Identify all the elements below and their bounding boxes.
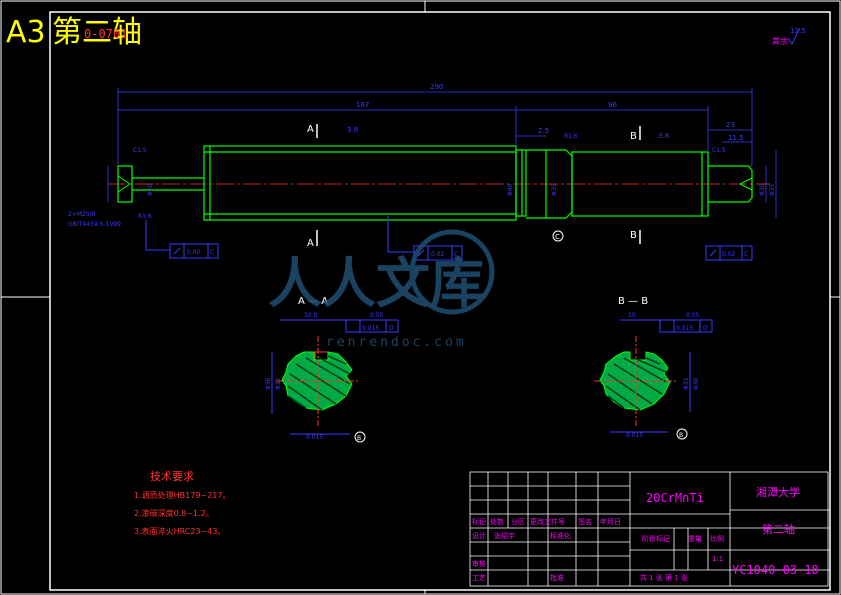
section-aa-dia-1: Φ36 <box>265 377 272 390</box>
dim-left-dia: Φ20 <box>147 183 154 196</box>
section-bb-dia-1: Φ35 <box>683 377 690 390</box>
dim-right-span: 96 <box>608 101 617 109</box>
inner-frame <box>49 11 831 591</box>
tolerance-right-datum: C <box>744 251 748 258</box>
tb-review-label: 审核 <box>472 559 486 568</box>
section-bb-title: B — B <box>618 296 648 307</box>
sheet-size-label: A3 <box>6 15 46 50</box>
section-bb-bottom: 0.015 <box>626 432 643 439</box>
section-bb-width: 10 <box>628 312 636 319</box>
section-aa-bottom: 0.015 <box>306 434 323 441</box>
roughness-symbol <box>787 27 801 45</box>
tb-header-mark: 标记 <box>472 517 486 526</box>
dim-end-right-2: 11.5 <box>728 134 744 142</box>
tech-requirement-2: 2.渗碳深度0.8~1.2。 <box>134 508 214 518</box>
section-aa-view <box>271 319 399 435</box>
datum-c-label: C <box>555 233 560 241</box>
dim-groove-2: 2.5 <box>538 127 549 135</box>
tb-process-label: 工艺 <box>472 574 486 582</box>
dim-radius-right: R1.6 <box>564 133 578 140</box>
tb-drawing-no: YC1040-03-18 <box>732 563 819 577</box>
tb-scale-value: 1:1 <box>712 555 723 563</box>
section-aa-datum: D <box>389 325 394 332</box>
tb-header-count: 处数 <box>490 517 504 526</box>
tolerance-center-datum: C <box>454 251 458 258</box>
tech-requirement-3: 3.表面淬火HRC23~43。 <box>134 526 225 536</box>
datum-c-symbol <box>552 230 564 242</box>
dim-overall-length: 290 <box>430 83 443 91</box>
thread-note-2: GB/T4459.5-1999 <box>68 221 121 228</box>
section-a-bottom: A <box>307 238 314 249</box>
watermark: 人人文库 renrendoc.com <box>268 229 495 350</box>
tolerance-left-datum: C <box>210 249 214 256</box>
watermark-logo-icon <box>409 229 495 315</box>
tb-header-date: 年月日 <box>600 517 621 526</box>
tolerance-frame-left <box>145 220 219 259</box>
tb-designer-label: 设计 <box>472 531 486 540</box>
section-bb-datum: D <box>703 325 708 332</box>
section-aa-tol: 0.015 <box>362 325 379 332</box>
section-bb-tol: 0.015 <box>676 325 693 332</box>
watermark-url: renrendoc.com <box>326 335 467 350</box>
tb-weight-label: 重量 <box>688 535 702 543</box>
section-bb-datum-symbol <box>676 428 688 440</box>
center-hole-left <box>117 175 131 193</box>
dim-c1-left: C1.5 <box>133 147 147 154</box>
dim-c1-right: C1.5 <box>712 147 726 154</box>
tb-part-name: 第二轴 <box>762 522 795 536</box>
tb-sheets: 共 1 张 第 1 张 <box>640 573 688 582</box>
section-b-top: B <box>630 131 637 142</box>
shaft-outline <box>117 145 753 221</box>
dim-left-span: 167 <box>356 101 369 109</box>
center-hole-right <box>738 177 753 191</box>
section-bb-pos: 0.05 <box>686 312 700 319</box>
section-aa-datum-symbol <box>354 431 366 443</box>
tb-designer-name: 张绍宇 <box>494 531 515 540</box>
tb-scale-label: 比例 <box>710 534 724 543</box>
tb-header-change: 更改文件号 <box>530 517 565 526</box>
section-aa-datum-mark: B <box>357 435 361 442</box>
tb-standard-label: 标准化 <box>550 531 571 540</box>
section-markers <box>316 124 641 246</box>
tolerance-center-value: 0.02 <box>431 251 445 258</box>
section-b-bottom: B <box>630 230 637 241</box>
sheet-name-label: 第二轴 <box>52 15 142 50</box>
thread-note-1: 2×M25/8 <box>68 211 96 218</box>
dim-right-dia: Φ35 <box>769 183 776 196</box>
tolerance-frame-right <box>705 245 753 261</box>
watermark-text: 人人文库 <box>268 252 484 315</box>
tech-requirement-1: 1.调质处理HB179~217。 <box>134 490 230 500</box>
section-aa-pos: 0.05 <box>370 312 384 319</box>
dim-chamfer-right: 3.8 <box>658 132 669 140</box>
tb-school: 湘潭大学 <box>756 485 800 499</box>
section-bb-datum-mark: B <box>679 432 683 439</box>
section-a-top: A <box>307 124 314 135</box>
dimension-lines <box>107 88 777 218</box>
dim-right-end-dia: Φ30 <box>759 183 766 196</box>
section-bb-view <box>594 319 713 433</box>
tech-requirements-title: 技术要求 <box>150 470 194 483</box>
dim-end-right-1: 23 <box>726 121 735 129</box>
section-aa-title: A — A <box>298 296 328 307</box>
roughness-note: 其余 <box>772 36 788 46</box>
sheet-code-overlay: 0-0701 <box>84 27 127 41</box>
tb-material: 20CrMnTi <box>646 491 704 505</box>
roughness-value: 12.5 <box>790 27 806 35</box>
title-block-grid <box>469 471 830 587</box>
tb-header-zone: 分区 <box>511 517 525 526</box>
tb-stage-label: 阶段标记 <box>642 534 670 543</box>
tb-header-sign: 签名 <box>578 517 592 526</box>
section-aa-width: 10.0 <box>304 312 318 319</box>
dim-chamfer-left: 3.8 <box>347 126 358 134</box>
tolerance-right-value: 0.02 <box>722 251 736 258</box>
section-aa-dia-2: Φ32 <box>275 377 282 390</box>
dim-center-dia: Φ35 <box>551 183 558 196</box>
tb-approve-label: 批准 <box>550 573 564 582</box>
dim-radius-left: R1.6 <box>138 213 152 220</box>
dim-main-dia: Φ40 <box>507 183 514 196</box>
tolerance-left-value: 0.02 <box>187 249 201 256</box>
section-bb-dia-2: Φ30 <box>693 377 700 390</box>
